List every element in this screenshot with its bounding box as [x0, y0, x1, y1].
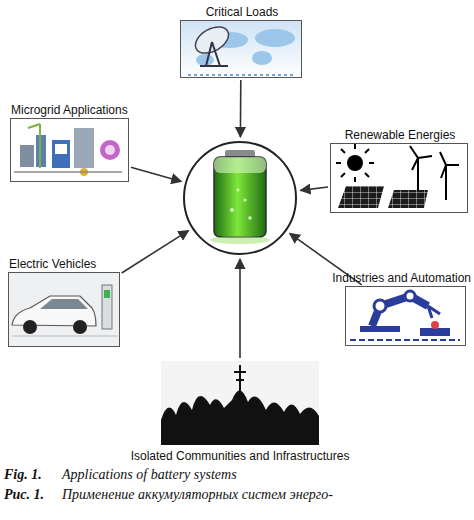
application-label: Electric Vehicles [9, 257, 96, 271]
application-box: Renewable Energies [330, 143, 468, 213]
arrow-connector [301, 187, 328, 190]
satellite-dish-picture [181, 21, 301, 77]
robot-arm-picture [350, 291, 460, 340]
application-label: Industries and Automation [332, 271, 471, 285]
application-box: Isolated Communities and Infrastructures [160, 360, 320, 446]
application-box: Industries and Automation [345, 286, 466, 346]
battery-circle [183, 141, 297, 255]
application-box: Critical Loads [180, 20, 302, 78]
figure-caption-translation: Применение аккумуляторных систем энерго- [62, 486, 467, 503]
arrow-connector [131, 167, 181, 181]
renewable-picture [336, 144, 459, 208]
trees-picture [161, 361, 319, 445]
battery-picture [210, 150, 270, 244]
application-label: Critical Loads [206, 5, 279, 19]
application-box: Microgrid Applications [10, 118, 129, 182]
microgrid-picture [14, 124, 122, 176]
figure-number: Рис. 1. [4, 486, 44, 503]
arrow-connector [240, 80, 242, 137]
arrow-connector [239, 259, 241, 358]
application-label: Microgrid Applications [11, 103, 128, 117]
application-box: Electric Vehicles [8, 272, 120, 347]
figure-number: Fig. 1. [4, 466, 42, 483]
electric-car-picture [9, 273, 119, 346]
figure-caption: Applications of battery systems [62, 466, 467, 483]
application-label: Isolated Communities and Infrastructures [131, 449, 350, 463]
arrow-connector [122, 231, 189, 273]
application-label: Renewable Energies [345, 128, 456, 142]
